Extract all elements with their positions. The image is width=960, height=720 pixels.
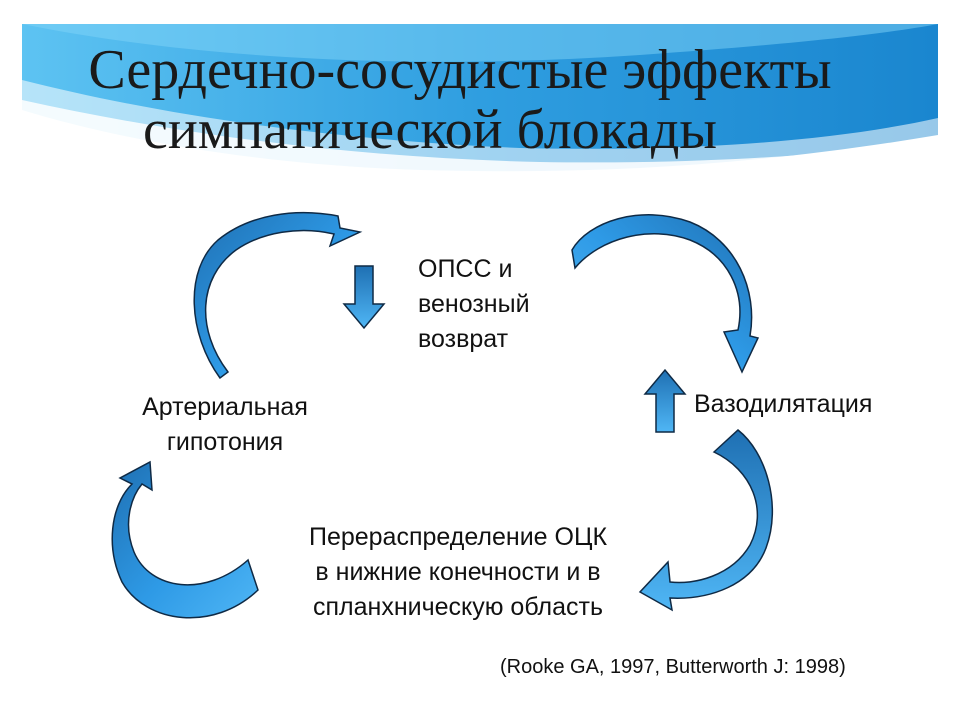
node-redistribution-line: в нижние конечности и в bbox=[315, 558, 601, 586]
curved-arrow-icon bbox=[193, 211, 363, 380]
up-arrow-icon bbox=[643, 368, 687, 433]
node-redistribution: Перераспределение ОЦК в нижние конечност… bbox=[263, 520, 653, 625]
curved-arrow-icon bbox=[111, 460, 259, 619]
curved-arrow-icon bbox=[638, 429, 774, 612]
down-arrow-icon bbox=[342, 265, 386, 330]
page-title: Сердечно-сосудистые эффекты симпатическо… bbox=[0, 40, 920, 160]
node-hypotension-line: гипотония bbox=[166, 428, 284, 456]
node-vasodilation: Вазодилятация bbox=[694, 390, 873, 418]
title-line-1: Сердечно-сосудистые эффекты bbox=[88, 39, 832, 101]
citation: (Rooke GA, 1997, Butterworth J: 1998) bbox=[500, 656, 846, 678]
curved-arrow-icon bbox=[571, 214, 760, 374]
node-redistribution-line: спланхническую область bbox=[312, 593, 603, 621]
node-opss: ОПСС и венозный возврат bbox=[418, 252, 530, 357]
node-opss-line: венозный bbox=[418, 290, 530, 318]
node-opss-line: возврат bbox=[418, 325, 509, 353]
node-hypotension: Артериальная гипотония bbox=[100, 390, 350, 460]
node-redistribution-line: Перераспределение ОЦК bbox=[308, 523, 608, 551]
title-line-2: симпатической блокады bbox=[142, 99, 718, 161]
node-opss-line: ОПСС и bbox=[418, 255, 513, 283]
node-hypotension-line: Артериальная bbox=[142, 393, 308, 421]
